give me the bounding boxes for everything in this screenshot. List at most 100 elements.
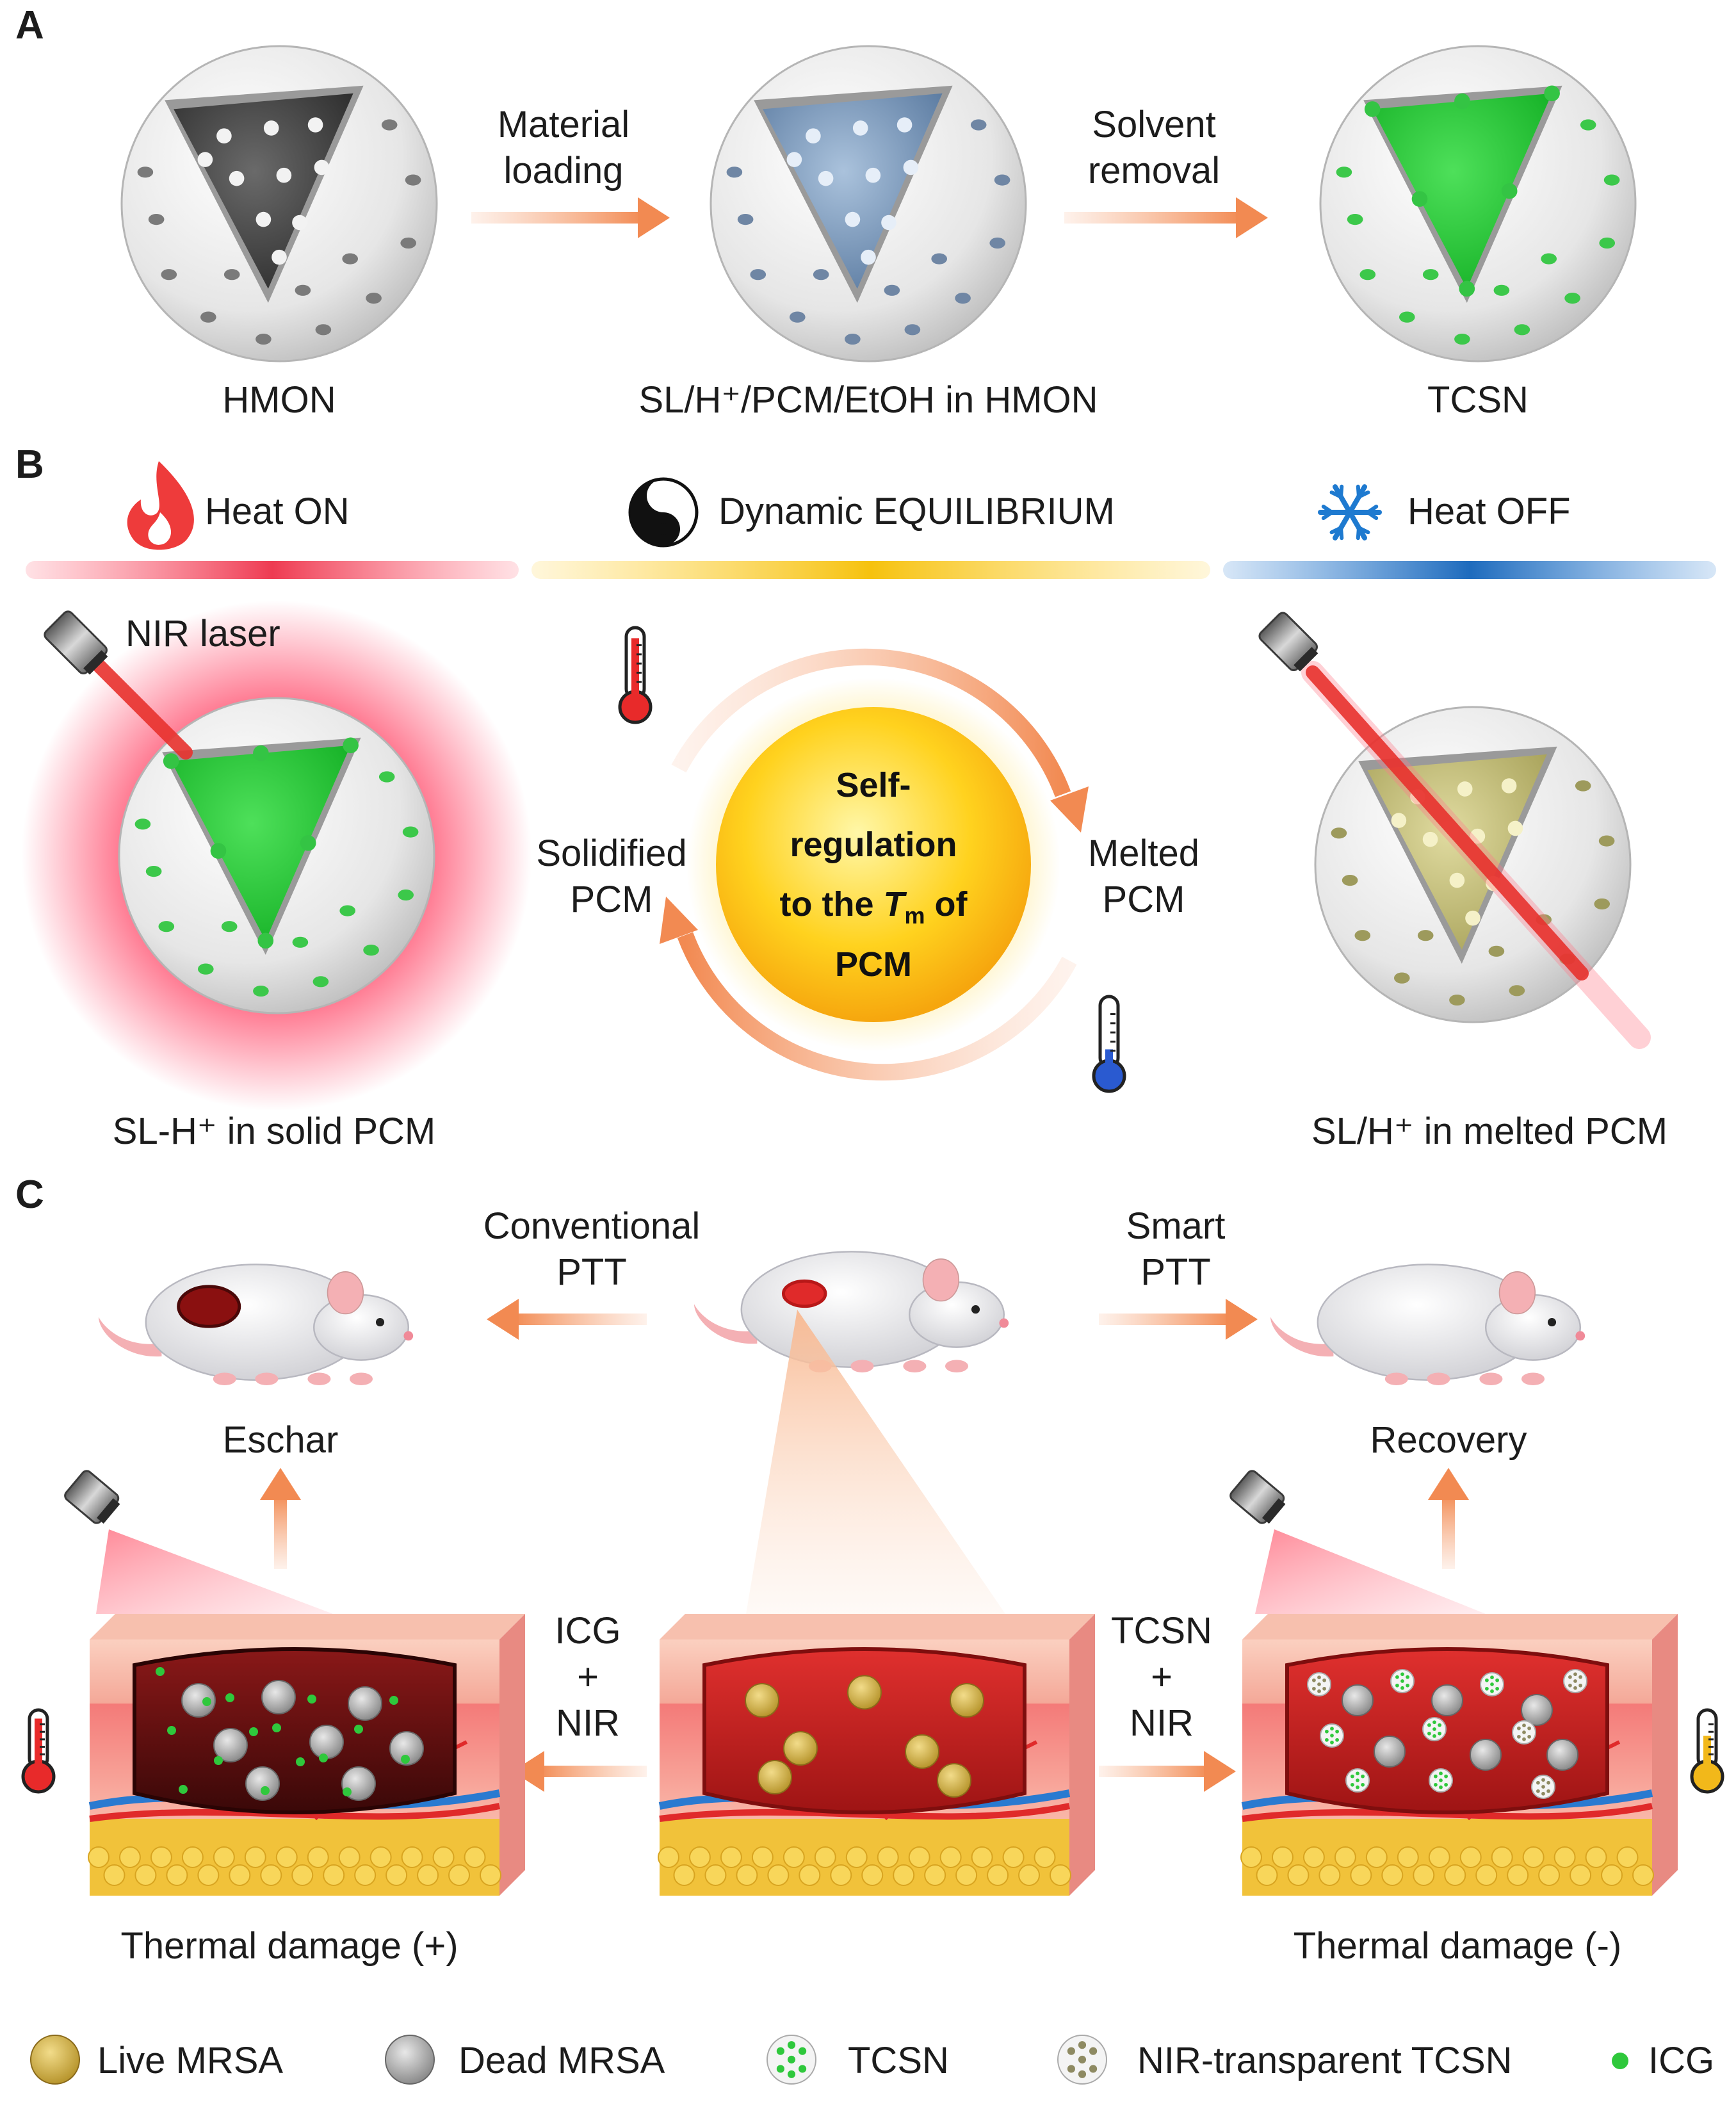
self-regulation-line2: regulation [790, 825, 957, 864]
label-melted-pcm-line1: Melted [1087, 833, 1200, 874]
fat-cell [1491, 1846, 1513, 1868]
arrow-head [487, 1299, 519, 1340]
arrow-solvent-removal [1064, 197, 1268, 238]
fat-cell [480, 1864, 501, 1886]
live-mrsa [758, 1760, 792, 1794]
tcsn-dot [1322, 1686, 1326, 1691]
tcsn-particle [1422, 1717, 1447, 1741]
icg-molecule [401, 1755, 410, 1764]
surface-pore [253, 985, 269, 997]
tcsn-dot [1439, 1771, 1443, 1776]
fat-cell [1428, 1846, 1450, 1868]
mouse-foot [1384, 1372, 1408, 1385]
fat-cell [1585, 1846, 1607, 1868]
surface-pore [339, 905, 355, 916]
tcsn-dot [1527, 1734, 1531, 1739]
tcsn-dot [1335, 1737, 1339, 1742]
fat-cell [1365, 1846, 1388, 1868]
dead-mrsa [181, 1683, 216, 1718]
fat-cell [275, 1846, 298, 1868]
arrow-shaft [274, 1493, 287, 1569]
tcsn-dot [1395, 1675, 1399, 1679]
fat-cell [1616, 1846, 1639, 1868]
mouse-recovered [1270, 1264, 1586, 1385]
self-regulation-line3: to the Tm of [780, 875, 968, 936]
arrow-head [512, 1751, 544, 1792]
mouse-head [1484, 1294, 1582, 1361]
mouse-foot [1521, 1372, 1545, 1385]
tcsn-dot [1395, 1683, 1399, 1688]
inner-pore [1501, 778, 1517, 793]
fat-cell [213, 1846, 235, 1868]
mouse-foot [255, 1372, 279, 1385]
mouse-eschar [99, 1264, 414, 1385]
inner-pore [263, 120, 279, 136]
dead-mrsa [1342, 1684, 1374, 1716]
tissue-infected [658, 1614, 1095, 1896]
blood-vessel-red [1242, 1803, 1653, 1822]
equilibrium-bar [531, 561, 1210, 579]
laser-body [1229, 1470, 1285, 1524]
fat-cell [1397, 1846, 1419, 1868]
fat-cell [338, 1846, 361, 1868]
fat-cell [229, 1864, 251, 1886]
inner-pore [1422, 831, 1438, 847]
dead-mrsa [1521, 1694, 1553, 1726]
tcsn-dot [1541, 1785, 1545, 1789]
mouse-nose [1575, 1331, 1586, 1341]
heat-off-bar [1223, 561, 1716, 579]
inner-pore [216, 128, 232, 144]
legend-tcsn-icon [767, 2035, 816, 2085]
mouse-nose [403, 1331, 414, 1341]
surface-pore [955, 292, 971, 304]
mouse-nose [999, 1318, 1009, 1328]
tcsn-dot [1438, 1723, 1441, 1727]
live-mrsa [905, 1734, 939, 1769]
tcsn-dot [776, 2065, 784, 2073]
live-mrsa [745, 1683, 779, 1718]
laser-beam [1306, 665, 1589, 980]
dead-mrsa [389, 1731, 424, 1766]
tcsn-dot [787, 2041, 796, 2049]
surface-pore [1347, 213, 1363, 225]
arrow-up-eschar [260, 1468, 301, 1569]
tcsn-dot [1330, 1734, 1334, 1737]
fat-cell [1271, 1846, 1294, 1868]
tcsn-dot [1427, 1731, 1431, 1736]
tcsn-dot [1495, 1678, 1499, 1682]
snowflake-branch [1321, 510, 1334, 521]
label-tcsn-nir-line3: NIR [1130, 1702, 1194, 1744]
fat-cell [830, 1864, 852, 1886]
surface-pore [994, 174, 1010, 186]
live-mrsa [847, 1675, 882, 1710]
laser-icon [64, 1470, 120, 1524]
wound-cavity [702, 1647, 1026, 1814]
tcsn-dot [1573, 1686, 1577, 1690]
tcsn-dot [787, 2055, 796, 2064]
tcsn-dot [1078, 2041, 1087, 2049]
surface-pore [137, 167, 154, 178]
thermometer-fill [35, 1718, 42, 1777]
mouse-wound [177, 1285, 241, 1328]
mouse-ear [922, 1258, 960, 1302]
tcsn-dot [1485, 1678, 1489, 1682]
pore-bump [1454, 93, 1470, 110]
fat-cell [908, 1846, 930, 1868]
tcsn-dot [1351, 1782, 1354, 1787]
surface-pore [292, 936, 309, 948]
tcsn-dot [1330, 1740, 1334, 1745]
surface-pore [1580, 119, 1596, 131]
surface-pore [813, 269, 829, 281]
pore-bump [343, 737, 359, 754]
dead-mrsa [261, 1680, 296, 1714]
legend-tcsn: TCSN [848, 2040, 949, 2081]
mouse-foot [945, 1360, 969, 1372]
tcsn-dot [1432, 1734, 1436, 1738]
surface-pore [1354, 930, 1371, 941]
fat-cell [323, 1864, 345, 1886]
tcsn-dot [1089, 2047, 1098, 2055]
blood-vessel-red [89, 1803, 501, 1822]
fat-cell [1050, 1864, 1071, 1886]
tcsn-dot [1078, 2070, 1087, 2078]
fat-cell [893, 1864, 915, 1886]
